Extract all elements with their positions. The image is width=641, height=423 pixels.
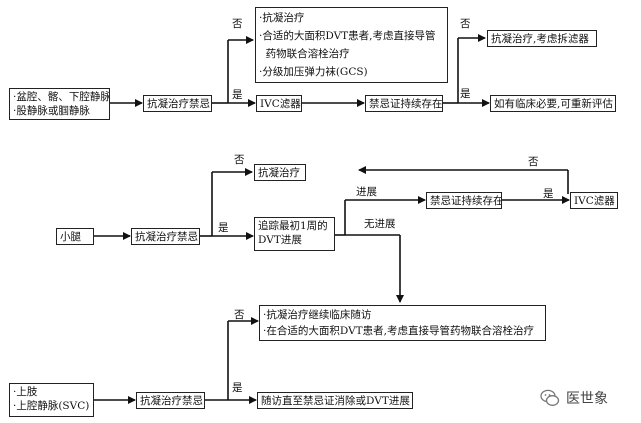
flow1-option-line: 药物联合溶栓治疗 (259, 48, 350, 60)
flow1-ivc-filter-box: IVC滤器 (256, 95, 302, 112)
flow1-label-no: 否 (232, 18, 243, 30)
flow3-start-box: ·上肢 ·上腔静脉(SVC) (9, 383, 94, 417)
flow1-no-result-text: 抗凝治疗,考虑拆滤器 (491, 33, 589, 45)
flow2-label-no: 否 (234, 154, 245, 166)
flow2-persist-box: 禁忌证持续存在 (426, 192, 502, 209)
flow2-label-yes-2: 是 (543, 188, 554, 200)
flow2-anticoag-text: 抗凝治疗 (258, 167, 300, 179)
flow2-start-box: 小腿 (56, 228, 94, 245)
flow3-label-yes: 是 (232, 382, 243, 394)
flow1-start-line: ·股静脉或腘静脉 (13, 105, 90, 117)
flow1-contraindication-box: 抗凝治疗禁忌 (143, 95, 212, 112)
flow2-label-yes: 是 (218, 222, 229, 234)
flow1-ivc-filter-text: IVC滤器 (260, 98, 301, 110)
flow1-option-line: ·抗凝治疗 (259, 12, 305, 24)
flow2-contraindication-text: 抗凝治疗禁忌 (135, 231, 198, 243)
flow2-persist-text: 禁忌证持续存在 (430, 195, 502, 207)
flow3-no-options-box: ·抗凝治疗继续临床随访 ·在合适的大面积DVT患者,考虑直接导管药物联合溶栓治疗 (259, 305, 546, 341)
watermark: 医世象 (540, 385, 636, 411)
flow1-persist-box: 禁忌证持续存在 (365, 95, 443, 112)
flow1-label-no-2: 否 (460, 18, 471, 30)
flow3-option-line: ·在合适的大面积DVT患者,考虑直接导管药物联合溶栓治疗 (263, 325, 534, 337)
flow1-yes-result-text: 如有临床必要,可重新评估 (494, 98, 613, 110)
flow2-track-box: 追踪最初1周的 DVT进展 (254, 217, 335, 251)
flow3-yes-result-text: 随访直至禁忌证消除或DVT进展 (261, 395, 410, 407)
flow1-start-box: ·盆腔、髂、下腔静脉 ·股静脉或腘静脉 (9, 88, 110, 120)
flow2-anticoag-box: 抗凝治疗 (254, 164, 306, 181)
flow2-ivc-filter-box: IVC滤器 (570, 192, 618, 209)
flow2-start-text: 小腿 (60, 231, 81, 243)
flow1-label-yes-2: 是 (460, 88, 471, 100)
flow1-option-line: ·合适的大面积DVT患者,考虑直接导管 (259, 30, 436, 42)
flow2-label-no-2: 否 (528, 156, 539, 168)
flow1-persist-text: 禁忌证持续存在 (369, 98, 443, 110)
flow1-start-line: ·盆腔、髂、下腔静脉 (13, 91, 110, 103)
flow2-track-line: DVT进展 (258, 234, 302, 246)
flow3-yes-result-box: 随访直至禁忌证消除或DVT进展 (257, 392, 413, 409)
flow3-contraindication-text: 抗凝治疗禁忌 (140, 395, 203, 407)
flow1-no-result-box: 抗凝治疗,考虑拆滤器 (487, 30, 597, 47)
flow1-option-line: ·分级加压弹力袜(GCS) (259, 66, 368, 78)
flow1-no-options-box: ·抗凝治疗 ·合适的大面积DVT患者,考虑直接导管 药物联合溶栓治疗 ·分级加压… (255, 7, 448, 83)
flow3-option-line: ·抗凝治疗继续临床随访 (263, 309, 372, 321)
watermark-text: 医世象 (566, 391, 608, 407)
flow1-yes-result-box: 如有临床必要,可重新评估 (490, 95, 616, 112)
flow3-contraindication-box: 抗凝治疗禁忌 (136, 392, 205, 409)
flow3-label-no: 否 (234, 309, 245, 321)
wechat-logo-icon (540, 389, 560, 406)
flow2-contraindication-box: 抗凝治疗禁忌 (131, 228, 200, 245)
flow2-label-no-progress: 无进展 (364, 218, 396, 230)
flow2-label-progress: 进展 (356, 186, 377, 198)
flow1-label-yes: 是 (232, 89, 243, 101)
flow2-ivc-filter-text: IVC滤器 (574, 195, 615, 207)
flow1-contraindication-text: 抗凝治疗禁忌 (147, 98, 210, 110)
flow2-track-line: 追踪最初1周的 (258, 220, 328, 232)
flow3-start-line: ·上腔静脉(SVC) (13, 400, 90, 412)
flow3-start-line: ·上肢 (13, 386, 38, 398)
